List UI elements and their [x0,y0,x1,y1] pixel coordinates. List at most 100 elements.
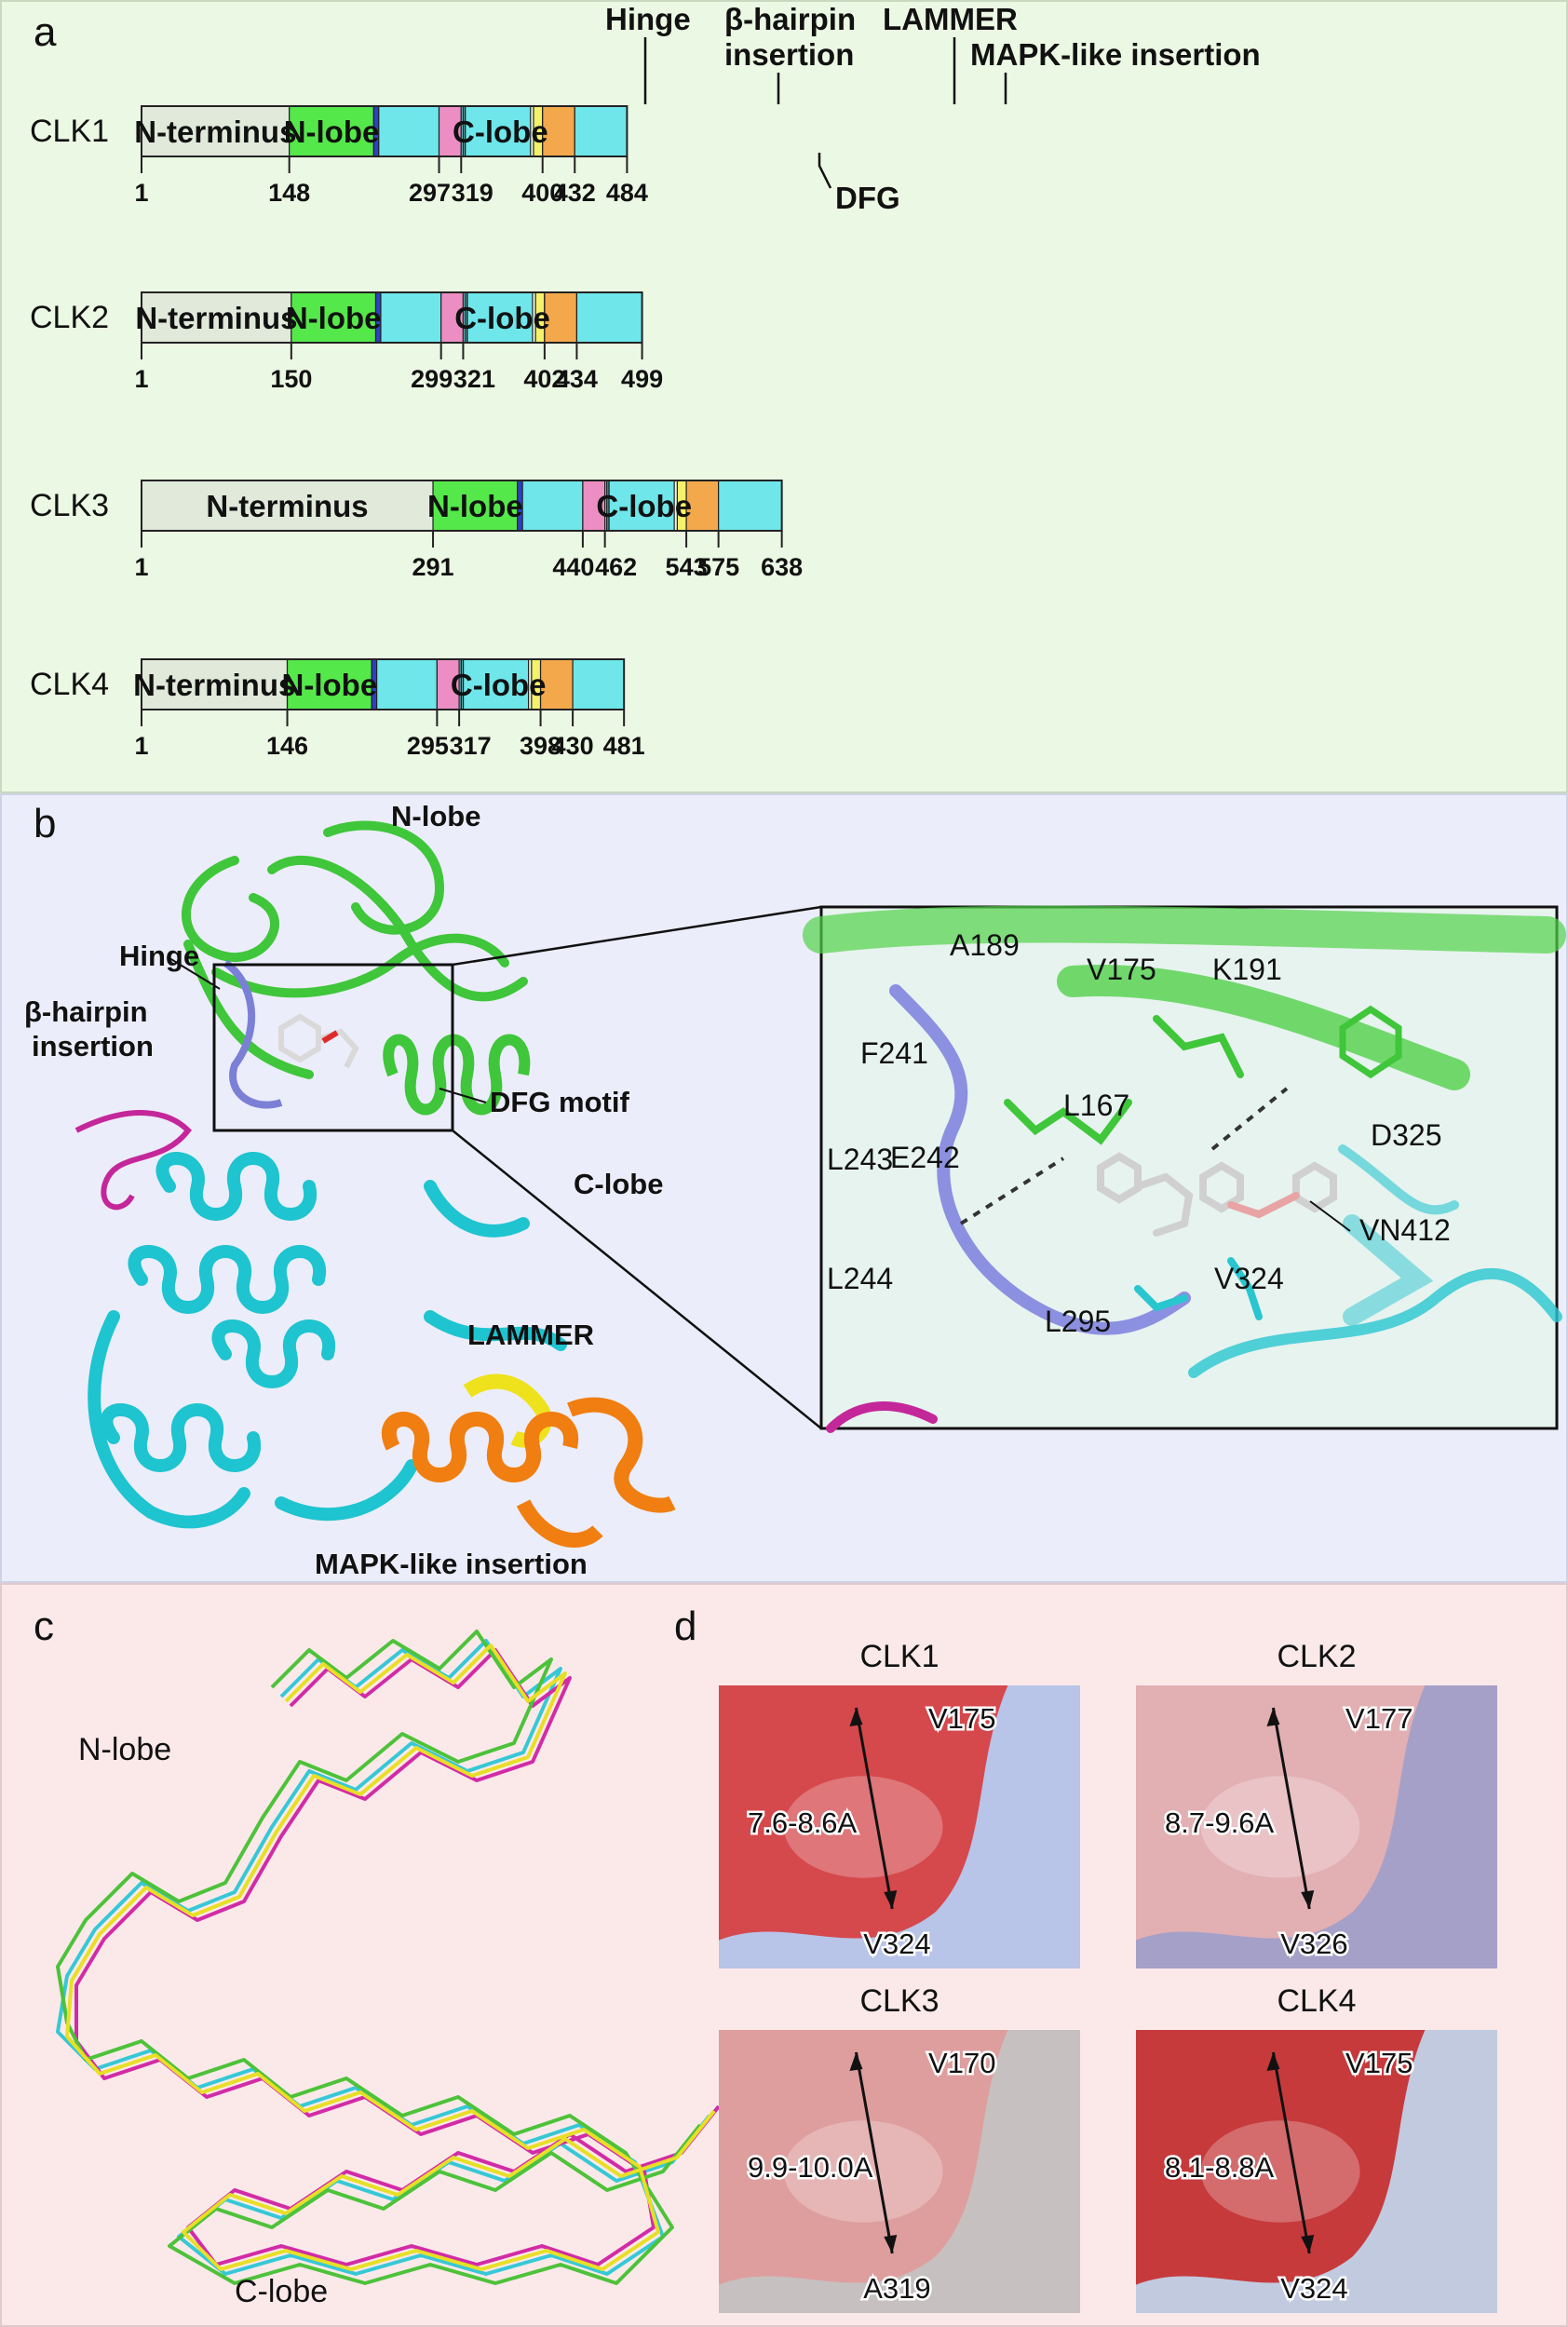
domain-label-nterm: N-terminus [135,301,297,335]
tick-label: 146 [266,732,308,760]
residue-top: V177 [1345,1702,1413,1735]
residue-label: L244 [827,1262,893,1295]
tick-label: 499 [621,365,663,393]
label-n-lobe: N-lobe [391,800,480,832]
tick-label: 638 [761,553,803,581]
tick-label: 402 [523,365,565,393]
arrowhead-bottom [884,2235,898,2253]
label-mapk: MAPK-like insertion [315,1548,588,1580]
tick-label: 299 [411,365,453,393]
header-hairpin-line2: insertion [724,37,854,72]
header-dfg: DFG [835,181,900,215]
protein-name: CLK4 [30,667,109,702]
protein-name: CLK3 [30,488,109,523]
header-pointers [643,37,1007,189]
residue-label: D325 [1371,1118,1442,1152]
pocket-title: CLK1 [859,1639,939,1674]
label-c-n-lobe: N-lobe [78,1732,171,1767]
segment-body [460,105,532,157]
tick-label: 484 [606,179,648,207]
tick-label: 291 [412,553,454,581]
residue-label: VN412 [1359,1213,1451,1247]
tick-label: 150 [270,365,312,393]
hairpin-ribbon [74,1110,192,1211]
residue-top: V175 [928,1702,995,1735]
residue-bottom: V326 [1280,1928,1347,1960]
distance-label: 7.6-8.6A [748,1806,858,1839]
segment-body [458,658,530,710]
arrowhead-bottom [1301,1890,1315,1909]
protein-outline [141,658,626,710]
pocket-cavity [1200,2120,1360,2223]
domain-map-canvas: Hinge β-hairpin insertion LAMMER MAPK-li… [30,2,1261,760]
hinge-ribbon [223,959,283,1109]
segment-body [378,105,440,157]
residue-label: F241 [860,1036,928,1070]
tick-label: 575 [697,553,739,581]
surface-patch [1136,2030,1426,2285]
tick-label: 462 [595,553,637,581]
residue-top: V170 [928,2047,995,2079]
label-c-c-lobe: C-lobe [235,2274,328,2309]
residue-label: V324 [1214,1262,1284,1295]
tick-label: 148 [268,179,310,207]
tick-label: 1 [134,365,148,393]
domain-label-clobe: C-lobe [451,668,547,702]
pocket-surfaces: CLK1V1757.6-8.6AV324CLK2V1778.7-9.6AV326… [719,1639,1497,2313]
tick-label: 295 [407,732,449,760]
protein-outline [141,291,643,344]
surface-patch [719,2030,1008,2285]
domain-label-nlobe: N-lobe [282,668,378,702]
segment-nlobe [291,291,377,344]
surface-patch [1136,1685,1426,1941]
segment-body [718,480,783,532]
residue-bottom: A319 [863,2272,930,2305]
residue-label: L167 [1063,1089,1129,1122]
tick-label: 481 [603,732,645,760]
dfg-pointer [439,1088,487,1103]
pocket-title: CLK4 [1277,1983,1356,2019]
protein-outline [141,105,629,157]
header-lammer: LAMMER [883,2,1018,36]
pocket-cavity [783,1776,943,1878]
residue-bottom: V324 [863,1928,930,1960]
tick-label: 1 [134,732,148,760]
tick-label: 430 [552,732,594,760]
domain-label-clobe: C-lobe [454,301,550,335]
hinge-pointer [169,957,221,990]
segment-body [521,480,584,532]
segment-nterm [141,658,289,710]
domain-label-clobe: C-lobe [596,489,692,523]
residue-label: L295 [1045,1305,1111,1338]
protein-name: CLK2 [30,300,109,335]
panel-a-domain-maps: a Hinge β-hairpin insertion LAMMER MAPK-… [0,0,1568,793]
mapk-ribbon [381,1397,676,1548]
label-dfg-motif: DFG motif [490,1086,629,1118]
tick-label: 398 [520,732,561,760]
distance-label: 8.1-8.8A [1165,2151,1275,2184]
residue-label: L243 [827,1143,893,1176]
overlay-and-pockets-canvas: N-lobe C-lobe CLK1V1757.6-8.6AV324CLK2V1… [56,1630,1497,2313]
distance-arrow [1271,1707,1311,1910]
segment-body [376,658,438,710]
residue-label: V175 [1087,953,1156,986]
arrowhead-top [849,1708,863,1726]
arrowhead-bottom [884,1890,898,1909]
distance-arrow [1271,2051,1311,2254]
arrowhead-top [1266,2052,1280,2071]
protein-name: CLK1 [30,114,109,149]
domain-label-nlobe: N-lobe [427,489,523,523]
panel-c-label: c [34,1603,54,1649]
label-lammer: LAMMER [467,1319,594,1351]
segment-body [575,291,643,344]
residue-top: V175 [1345,2047,1413,2079]
tick-label: 434 [556,365,598,393]
tick-label: 317 [450,732,492,760]
label-hairpin-line1: β-hairpin [24,995,148,1028]
